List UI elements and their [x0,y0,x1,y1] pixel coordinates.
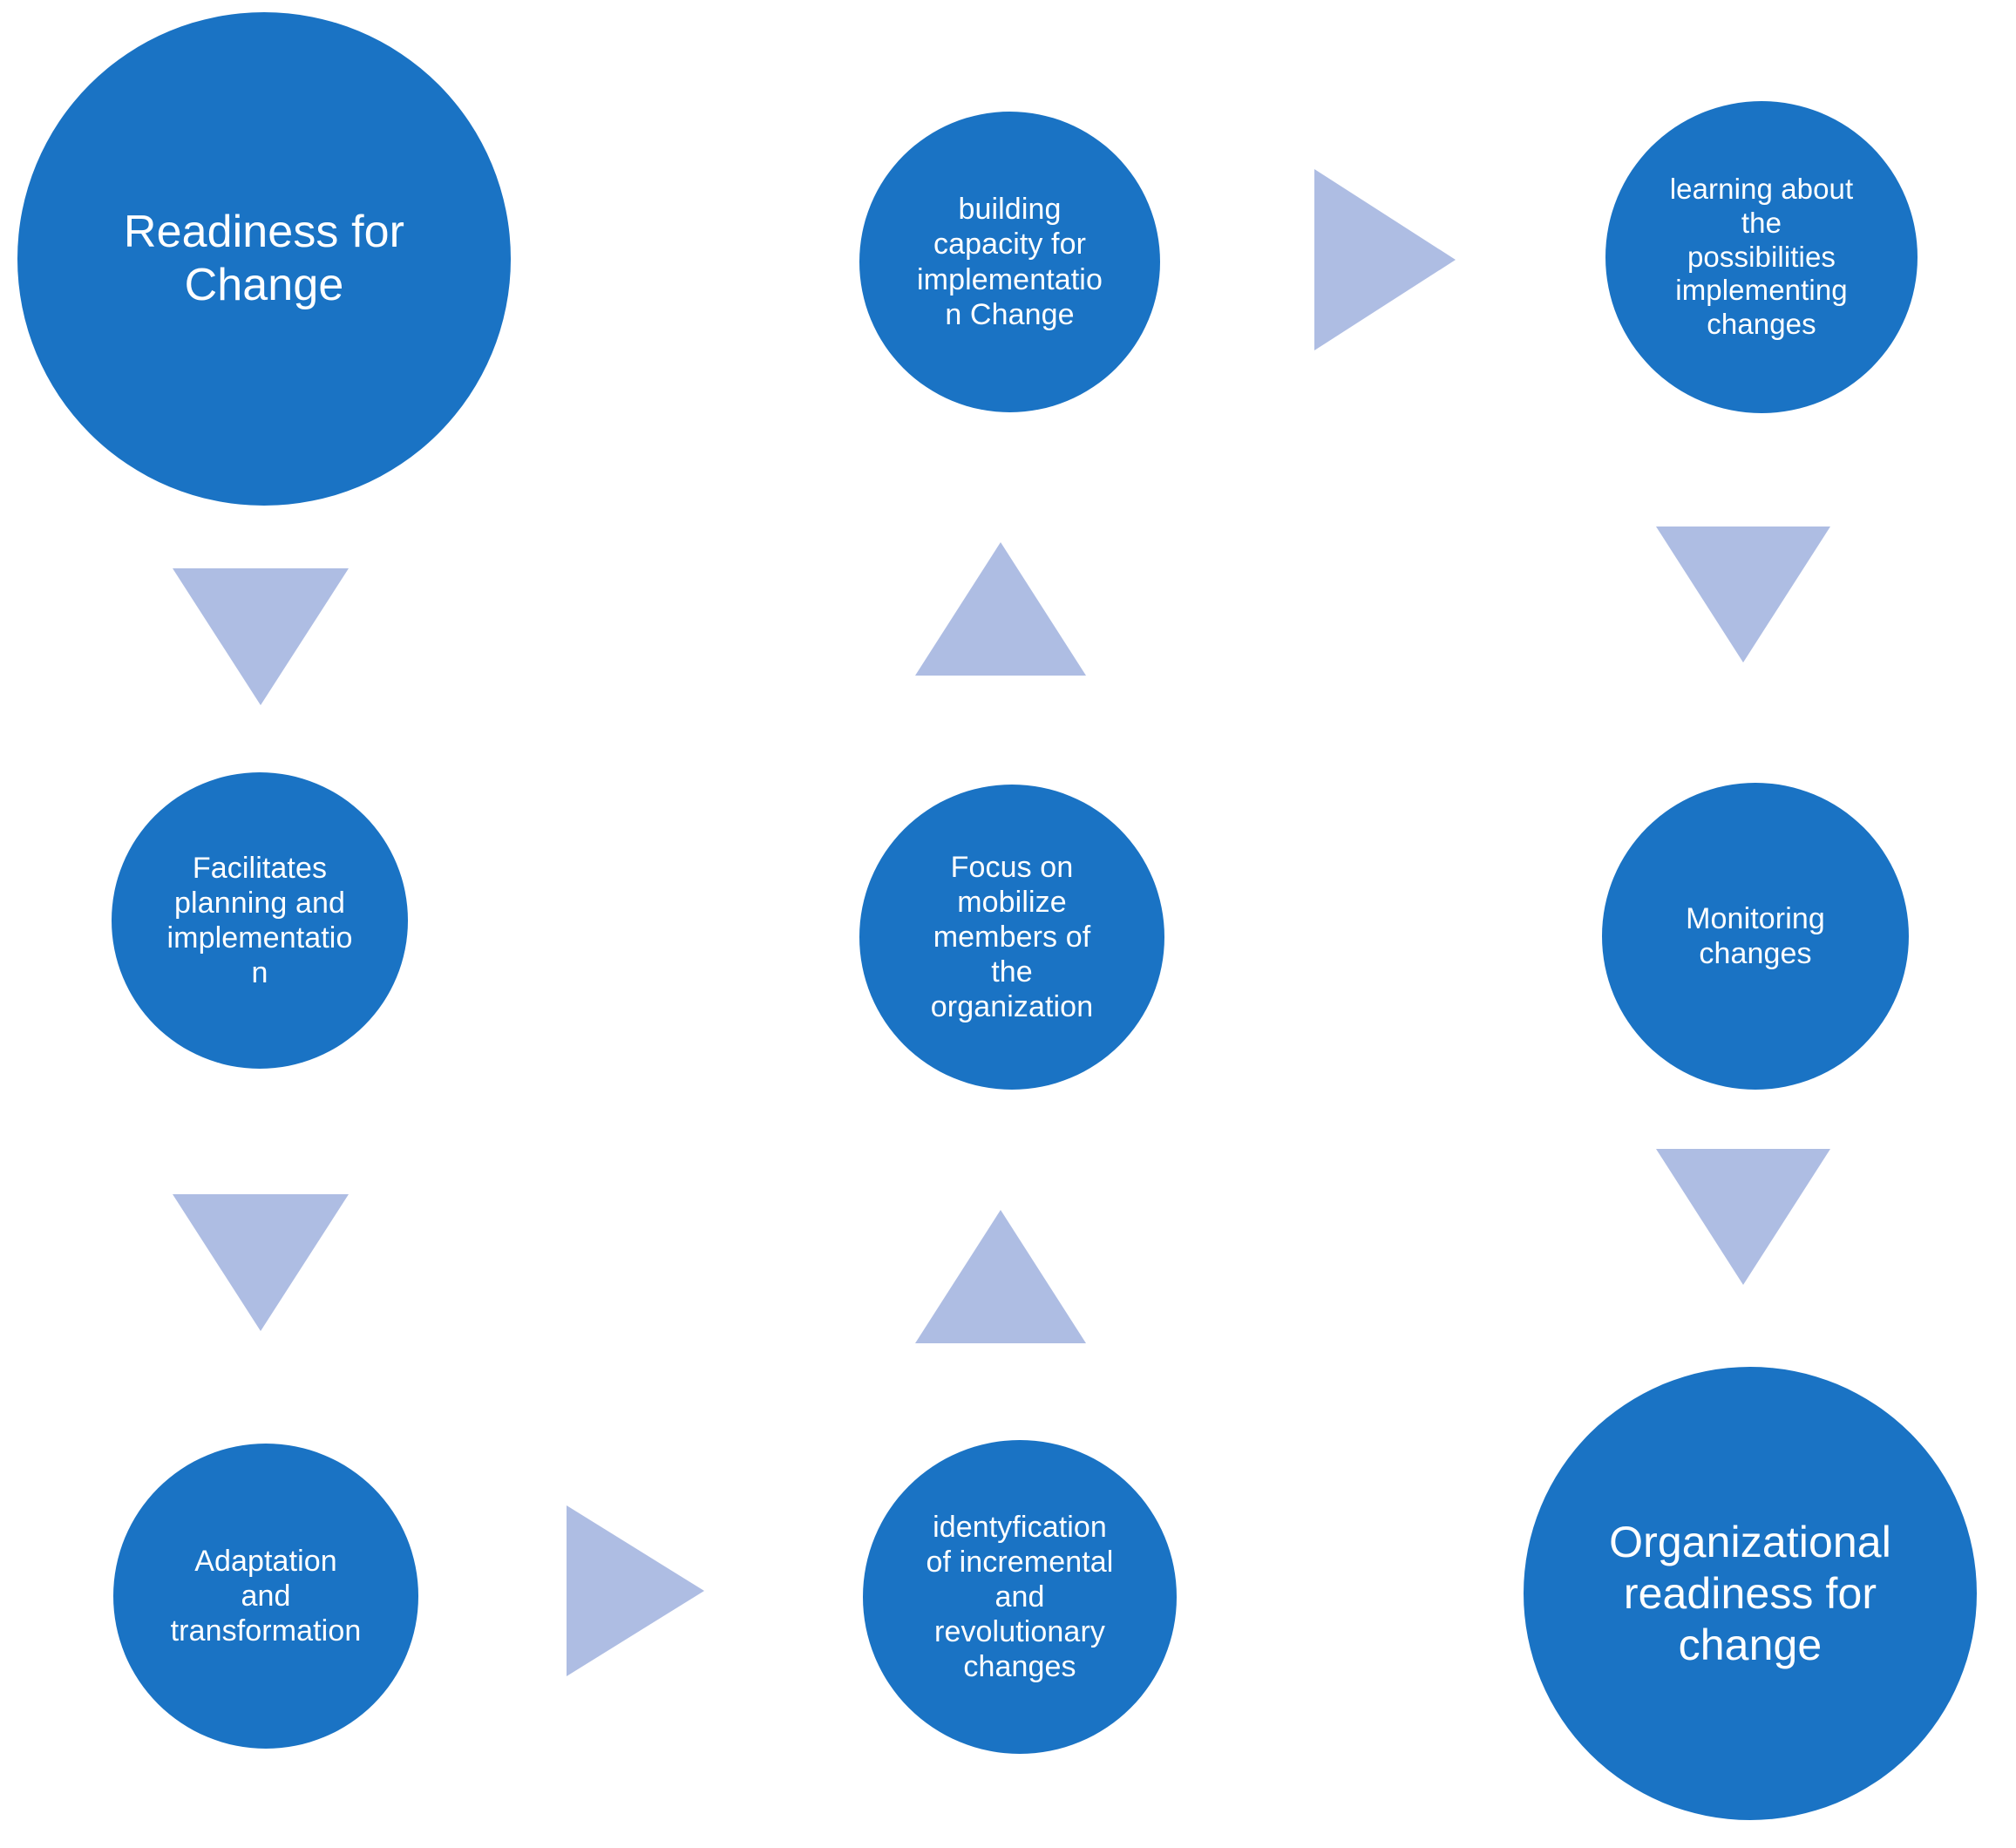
node-organizational-readiness[interactable]: Organizational readiness for change [1524,1367,1977,1820]
node-label-learning-possibilities: learning about the possibilities impleme… [1669,172,1854,341]
node-label-readiness-for-change: Readiness for Change [123,206,405,310]
arrow-down-icon-readiness-to-facilitates [173,568,349,705]
node-identyfication-changes[interactable]: identyfication of incremental and revolu… [863,1440,1177,1754]
arrow-right-icon-adaptation-to-identyfication [567,1505,704,1676]
arrow-down-icon-learning-to-monitoring [1656,527,1830,662]
arrow-right-icon-building-to-learning [1314,169,1456,350]
node-facilitates-planning[interactable]: Facilitates planning and implementatio n [112,772,408,1069]
arrow-down-icon-monitoring-to-organizational [1656,1149,1830,1285]
node-label-building-capacity: building capacity for implementatio n Ch… [917,193,1103,331]
node-building-capacity[interactable]: building capacity for implementatio n Ch… [859,112,1160,412]
node-monitoring-changes[interactable]: Monitoring changes [1602,783,1909,1090]
node-learning-possibilities[interactable]: learning about the possibilities impleme… [1605,101,1918,413]
arrow-up-icon-identyfication-to-focus [915,1210,1086,1343]
node-label-organizational-readiness: Organizational readiness for change [1609,1517,1891,1669]
node-focus-mobilize[interactable]: Focus on mobilize members of the organiz… [859,785,1164,1090]
arrow-down-icon-facilitates-to-adaptation [173,1194,349,1331]
node-adaptation-transformation[interactable]: Adaptation and transformation [113,1444,418,1749]
node-label-facilitates-planning: Facilitates planning and implementatio n [166,851,353,990]
node-label-focus-mobilize: Focus on mobilize members of the organiz… [930,850,1094,1024]
node-label-monitoring-changes: Monitoring changes [1686,901,1825,970]
arrow-up-icon-focus-to-building-capacity [915,542,1086,676]
node-label-adaptation-transformation: Adaptation and transformation [170,1544,362,1648]
node-label-identyfication-changes: identyfication of incremental and revolu… [926,1510,1114,1684]
node-readiness-for-change[interactable]: Readiness for Change [17,12,511,506]
